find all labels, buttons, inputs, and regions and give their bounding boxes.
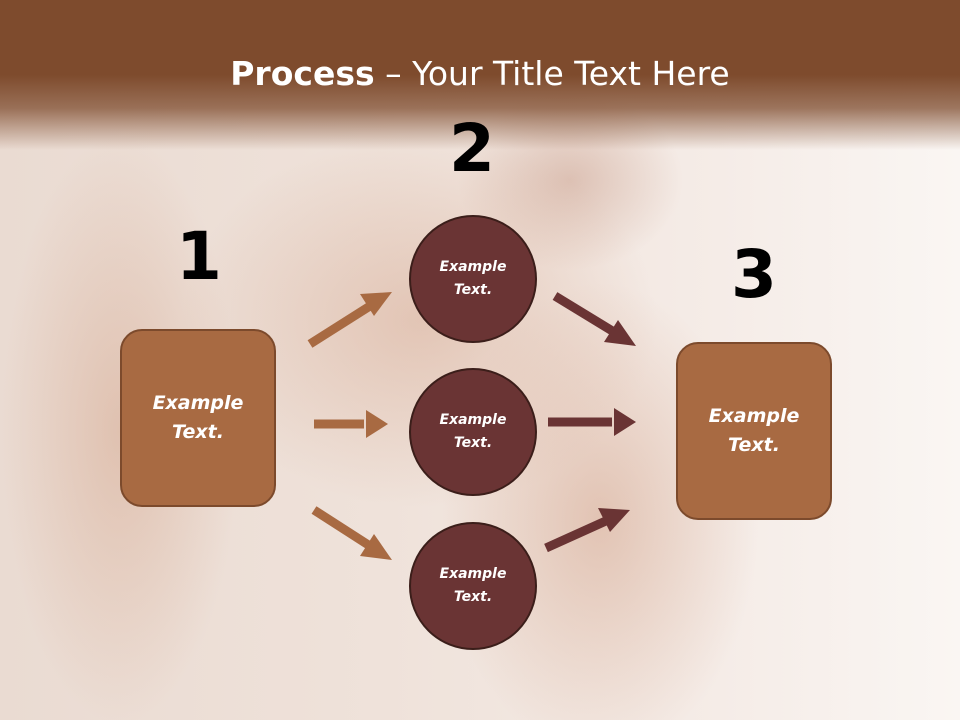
step2-circle-top-text: Example Text. [439, 259, 507, 298]
step2-circle-bottom: Example Text. [409, 522, 537, 650]
step2-circle-middle-text: Example Text. [439, 412, 507, 451]
step2-circle-middle: Example Text. [409, 368, 537, 496]
step-number-3: 3 [731, 236, 777, 313]
arrow-circle-bottom-to-step3 [544, 508, 630, 553]
step2-circle-top: Example Text. [409, 215, 537, 343]
step1-text: Example Text. [152, 392, 244, 443]
step-number-1: 1 [176, 218, 222, 295]
arrow-step1-to-circle-middle [314, 410, 388, 438]
title-bold: Process [230, 54, 375, 93]
title-rest: – Your Title Text Here [374, 54, 730, 93]
step3-box: Example Text. [676, 342, 832, 520]
header-band [0, 0, 960, 150]
slide-title: Process – Your Title Text Here [0, 52, 960, 96]
arrow-circle-top-to-step3 [552, 292, 636, 346]
step3-text: Example Text. [708, 405, 800, 456]
step-number-2: 2 [449, 110, 495, 187]
step2-circle-bottom-text: Example Text. [439, 566, 507, 605]
arrow-step1-to-circle-bottom [311, 506, 392, 560]
arrow-step1-to-circle-top [307, 292, 392, 348]
arrow-circle-middle-to-step3 [548, 408, 636, 436]
step1-box: Example Text. [120, 329, 276, 507]
